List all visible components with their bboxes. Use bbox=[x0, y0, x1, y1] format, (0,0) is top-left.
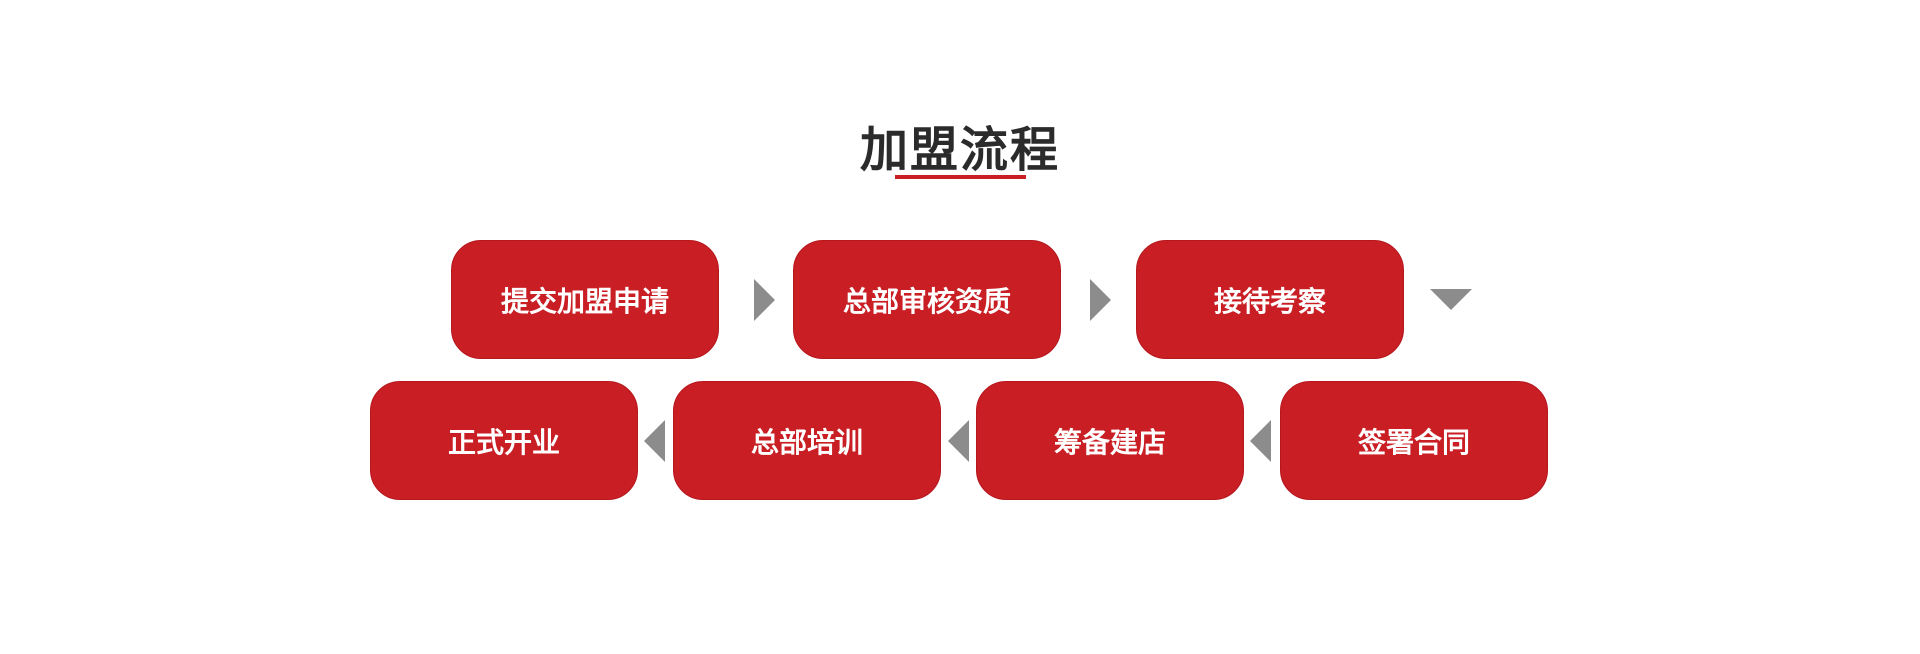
step-grand-opening: 正式开业 bbox=[370, 381, 638, 500]
step-submit-application: 提交加盟申请 bbox=[451, 240, 719, 359]
step-prepare-store: 筹备建店 bbox=[976, 381, 1244, 500]
step-sign-contract: 签署合同 bbox=[1280, 381, 1548, 500]
arrow-left-icon bbox=[644, 420, 665, 462]
step-hq-review: 总部审核资质 bbox=[793, 240, 1061, 359]
step-visit-inspection: 接待考察 bbox=[1136, 240, 1404, 359]
step-hq-training: 总部培训 bbox=[673, 381, 941, 500]
arrow-right-icon bbox=[1090, 279, 1111, 321]
arrow-left-icon bbox=[948, 420, 969, 462]
title-underline bbox=[895, 175, 1026, 179]
arrow-left-icon bbox=[1250, 420, 1271, 462]
arrow-down-icon bbox=[1430, 289, 1472, 310]
page-title: 加盟流程 bbox=[859, 122, 1060, 178]
arrow-right-icon bbox=[754, 279, 775, 321]
